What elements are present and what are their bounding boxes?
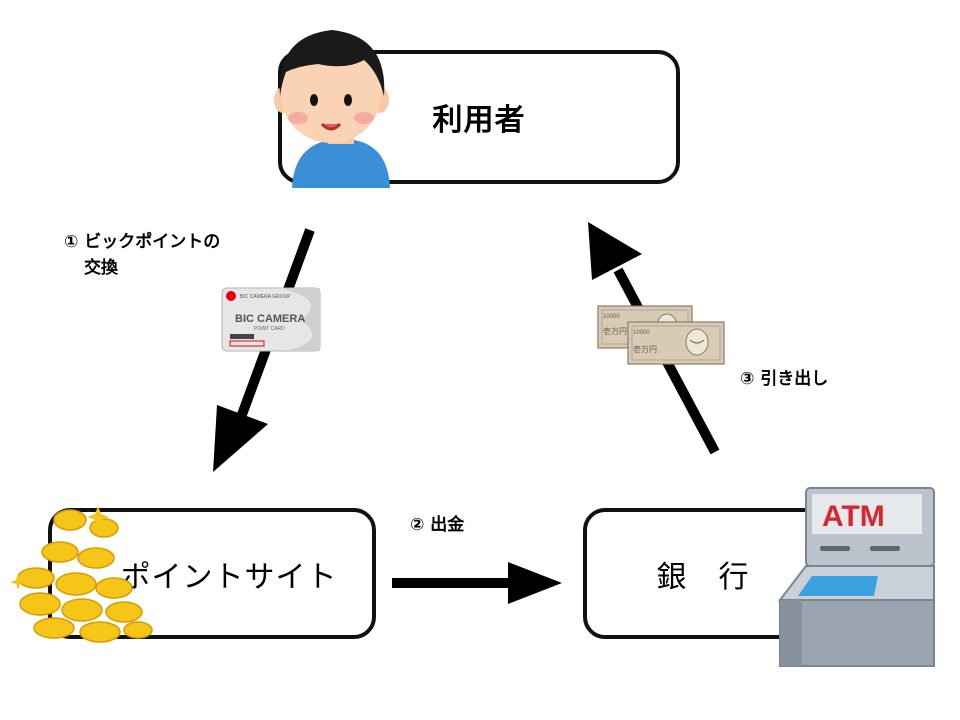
atm-illustration: ATM (777, 487, 935, 667)
step-withdraw-label: ② 出金 (410, 515, 465, 535)
sparkle-icon (10, 574, 26, 590)
user-label: 利用者 (432, 103, 526, 138)
bank-label: 銀 行 (656, 559, 750, 595)
banknote-front: 10000 壱万円 (627, 321, 725, 365)
step-exchange-line2: 交換 (84, 258, 118, 278)
banknotes-illustration: 10000 壱万円 10000 壱万円 (597, 305, 725, 365)
step-exchange-label: ① ビックポイントの 交換 (64, 229, 220, 281)
card-subtitle-text: POINT CARD (254, 326, 285, 332)
banknote-denomination-text: 壱万円 (603, 326, 627, 336)
person-illustration (274, 30, 390, 188)
arrow-withdraw-funds (392, 562, 562, 604)
card-brand-text: BIC CAMERA (235, 313, 305, 325)
banknote-denomination-text-2: 壱万円 (633, 344, 657, 354)
shirt-shape (292, 140, 390, 188)
atm-screen-shape (798, 576, 878, 596)
point-site-label: ポイントサイト (120, 559, 338, 595)
gold-coins-illustration (10, 506, 153, 643)
banknote-value-text-2: 10000 (633, 330, 650, 336)
step-exchange-line1: ① ビックポイントの (64, 232, 221, 252)
sparkle-icon (87, 506, 109, 528)
point-card-illustration: BIC CAMERA GROUP BIC CAMERA POINT CARD (221, 287, 321, 352)
card-group-text: BIC CAMERA GROUP (240, 294, 291, 300)
hair-shape (279, 30, 385, 96)
atm-label-text: ATM (822, 500, 885, 533)
step-cash-out-label: ③ 引き出し (740, 369, 829, 389)
banknote-value-text: 10000 (603, 314, 620, 320)
